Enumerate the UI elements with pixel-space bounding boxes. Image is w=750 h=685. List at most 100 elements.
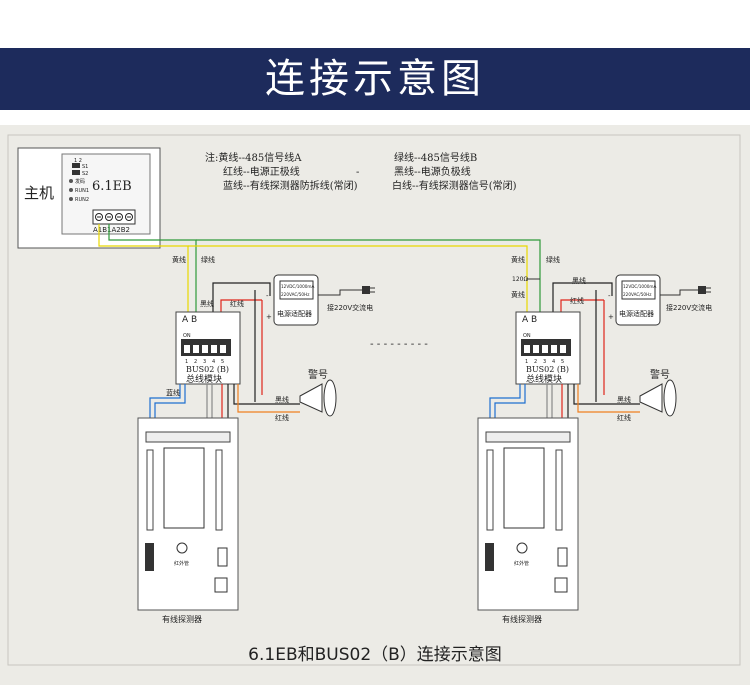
black-power-wire — [212, 282, 271, 315]
wire-legend: 注:黄线--485信号线A 绿线--485信号线B 红线--电源正极线 - 黑线… — [205, 151, 517, 192]
dip-num-3: 3 — [543, 359, 546, 365]
detector-bracket — [503, 447, 545, 529]
siren-label: 警号 — [650, 368, 670, 381]
label-yellow-1: 黄线 — [172, 255, 186, 264]
red-siren-wire — [577, 384, 640, 413]
host-terminal-block — [92, 209, 136, 225]
ir-label: 红外管 — [174, 560, 189, 567]
led-dot — [69, 188, 73, 192]
continuation-dashes: - - - - - - - - - — [370, 339, 428, 350]
label-black-siren-1: 黑线 — [275, 395, 289, 404]
ac-plug — [362, 286, 370, 294]
host-dip-1 — [72, 163, 80, 168]
dip-num-3: 3 — [203, 359, 206, 365]
module-model: BUS02 (B) — [526, 365, 569, 374]
detector-jumper-2 — [554, 577, 568, 593]
adapter-plate — [621, 280, 656, 300]
adapter-minus: - — [608, 292, 611, 300]
host-led-run2: RUN2 — [75, 197, 89, 203]
host-screws — [95, 213, 133, 221]
ac-plug — [698, 286, 706, 294]
label-blue-1: 蓝线 — [166, 388, 180, 397]
note-black: 黑线--电源负极线 — [394, 165, 471, 178]
dip-num-4: 4 — [212, 359, 215, 365]
siren — [639, 383, 663, 413]
dip-on-label: ON — [183, 333, 191, 339]
adapter-plus: + — [608, 313, 614, 321]
blue-wire-a — [489, 384, 521, 432]
adapter-spec-1: 12VDC/1000mA — [281, 284, 314, 289]
adapter-minus: - — [266, 292, 269, 300]
label-red-siren-2: 红线 — [617, 413, 631, 422]
module-ab: A B — [522, 315, 537, 325]
page-title: 连接示意图 — [265, 56, 485, 102]
green-wire — [108, 224, 197, 315]
host-label: 主机 — [24, 184, 54, 202]
black-siren-wire — [233, 384, 300, 405]
detector-jumper-2 — [214, 577, 228, 593]
dip-num-5: 5 — [221, 359, 224, 365]
black-siren-wire — [573, 384, 640, 405]
ac-cord — [660, 289, 698, 296]
host-dip-top: 1 2 — [74, 158, 82, 164]
yellow-wire-2 — [188, 245, 528, 315]
green-wire-2 — [196, 239, 541, 315]
host-led-fama: 发码 — [75, 178, 85, 185]
adapter-spec-1: 12VDC/1000mA — [623, 284, 656, 289]
label-red-siren-1: 红线 — [275, 413, 289, 422]
label-black-1: 黑线 — [200, 299, 214, 308]
label-green-1: 绿线 — [201, 255, 215, 264]
ir-label: 红外管 — [514, 560, 529, 567]
detector-rail-l — [146, 449, 154, 531]
module-name: 总线模块 — [186, 373, 222, 385]
detector-label: 有线探测器 — [162, 614, 202, 624]
label-green-2: 绿线 — [546, 255, 560, 264]
adapter-plate — [279, 280, 314, 300]
ac-label: 接220V交流电 — [327, 303, 373, 312]
ir-sensor — [176, 542, 188, 554]
adapter-spec-2: 220VAC/50Hz — [623, 292, 652, 297]
red-power-wire — [220, 299, 262, 315]
tamper-switch — [485, 543, 494, 571]
diagram-frame — [7, 134, 741, 666]
dip-num-4: 4 — [552, 359, 555, 365]
adapter-plus: + — [266, 313, 272, 321]
dip-num-5: 5 — [561, 359, 564, 365]
adapter-label: 电源适配器 — [619, 309, 654, 318]
siren — [299, 383, 323, 413]
black-power-wire — [552, 282, 613, 315]
dip-num-1: 1 — [525, 359, 528, 365]
led-dot — [69, 179, 73, 183]
dip-on-label: ON — [523, 333, 531, 339]
dip-num-2: 2 — [534, 359, 537, 365]
ac-label: 接220V交流电 — [666, 303, 712, 312]
bus-wires — [98, 224, 541, 315]
diagram-caption: 6.1EB和BUS02（B）连接示意图 — [248, 645, 502, 665]
host-dip-2 — [72, 170, 80, 175]
yellow-wire — [98, 224, 189, 315]
detector-rail-l — [486, 449, 494, 531]
blue-wire-a — [149, 384, 181, 432]
label-yellow-3: 黄线 — [511, 290, 525, 299]
label-red-1: 红线 — [230, 299, 244, 308]
detector-rail-r — [215, 449, 223, 531]
unit-2: 黑线 红线 - + 12VDC/1000mA 220VAC/50Hz 电源适配器… — [477, 274, 712, 624]
detector-label: 有线探测器 — [502, 614, 542, 624]
module-name: 总线模块 — [526, 373, 562, 385]
label-red-2: 红线 — [570, 296, 584, 305]
ir-sensor — [516, 542, 528, 554]
dip-keys — [524, 345, 566, 353]
host-led-s1: S1 — [82, 164, 88, 170]
host-model: 6.1EB — [92, 179, 132, 194]
siren-bell — [323, 379, 337, 417]
module-ab: A B — [182, 315, 197, 325]
note-blue: 蓝线--有线探测器防拆线(常闭) — [223, 179, 358, 192]
note-red: 红线--电源正极线 — [223, 165, 300, 178]
led-dot — [69, 197, 73, 201]
dip-num-2: 2 — [194, 359, 197, 365]
note-green: 绿线--485信号线B — [394, 151, 477, 164]
detector-jumper — [557, 547, 568, 567]
note-yellow: 注:黄线--485信号线A — [205, 151, 302, 164]
siren-label: 警号 — [308, 368, 328, 381]
